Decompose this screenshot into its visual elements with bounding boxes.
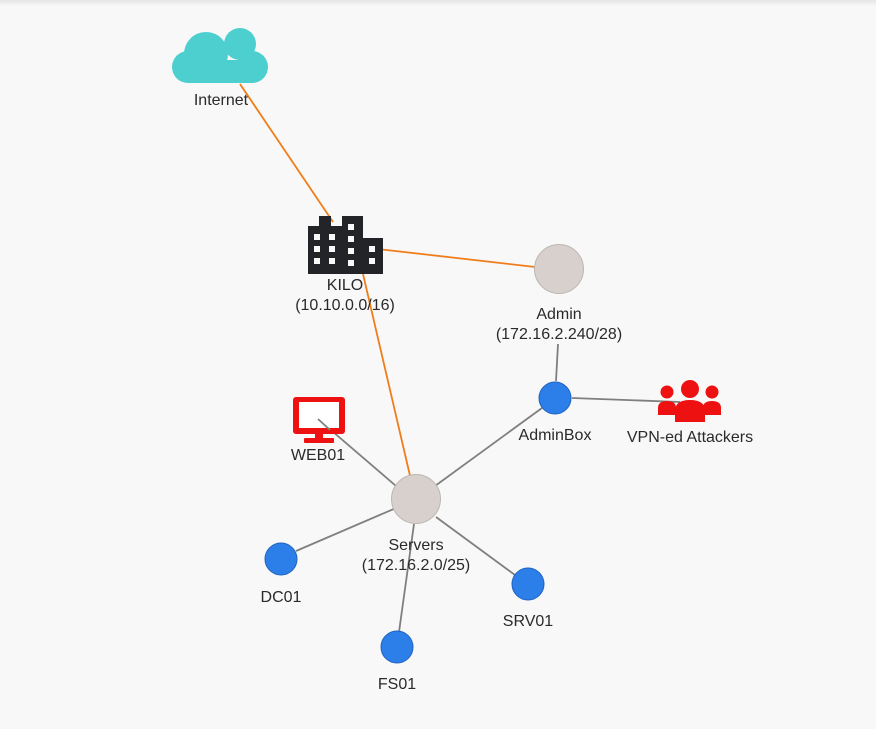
host-node-adminbox (538, 381, 572, 415)
edge-servers-dc01 (295, 507, 397, 552)
node-admin[interactable]: Admin (172.16.2.240/28) (496, 244, 622, 344)
node-label-adminbox: AdminBox (519, 427, 592, 444)
node-label-servers: Servers (388, 537, 443, 554)
edge-servers-fs01 (398, 523, 415, 633)
subnet-node-admin (534, 244, 584, 294)
edges (239, 83, 681, 633)
edge-web01-stub (317, 418, 331, 431)
edge-kilo-servers (362, 273, 412, 481)
node-label-kilo: KILO (327, 277, 363, 294)
host-node-srv01 (511, 567, 545, 601)
node-adminbox[interactable]: AdminBox (519, 381, 592, 444)
node-servers[interactable]: Servers (172.16.2.0/25) (362, 474, 471, 575)
node-label-vpn-attackers: VPN-ed Attackers (627, 429, 753, 446)
edge-admin-adminbox (555, 343, 559, 382)
edge-adminbox-vpn (571, 397, 681, 403)
node-web01[interactable]: WEB01 (291, 397, 345, 464)
node-internet[interactable]: Internet (172, 28, 268, 109)
users-group-icon (658, 380, 721, 422)
node-label-fs01: FS01 (378, 676, 416, 693)
node-label-web01: WEB01 (291, 447, 345, 464)
node-vpn-attackers[interactable]: VPN-ed Attackers (627, 380, 753, 446)
node-srv01[interactable]: SRV01 (503, 567, 554, 630)
edge-servers-srv01 (435, 516, 516, 576)
node-label-admin: Admin (536, 306, 581, 323)
host-node-fs01 (380, 630, 414, 664)
monitor-icon (293, 397, 345, 443)
cloud-icon (172, 28, 268, 83)
node-label-internet: Internet (194, 92, 249, 109)
node-subnet-admin: (172.16.2.240/28) (496, 326, 622, 343)
node-subnet-servers: (172.16.2.0/25) (362, 557, 471, 574)
edge-kilo-admin (377, 248, 536, 268)
node-dc01[interactable]: DC01 (261, 542, 302, 606)
top-shadow (0, 0, 876, 6)
node-subnet-kilo: (10.10.0.0/16) (295, 297, 395, 314)
node-fs01[interactable]: FS01 (378, 630, 416, 693)
subnet-node-servers (391, 474, 441, 524)
node-label-dc01: DC01 (261, 589, 302, 606)
node-label-srv01: SRV01 (503, 613, 554, 630)
node-kilo[interactable]: KILO (10.10.0.0/16) (295, 216, 395, 314)
host-node-dc01 (264, 542, 298, 576)
edge-internet-kilo (239, 83, 334, 223)
building-icon (308, 216, 383, 274)
edge-adminbox-servers (434, 407, 543, 487)
